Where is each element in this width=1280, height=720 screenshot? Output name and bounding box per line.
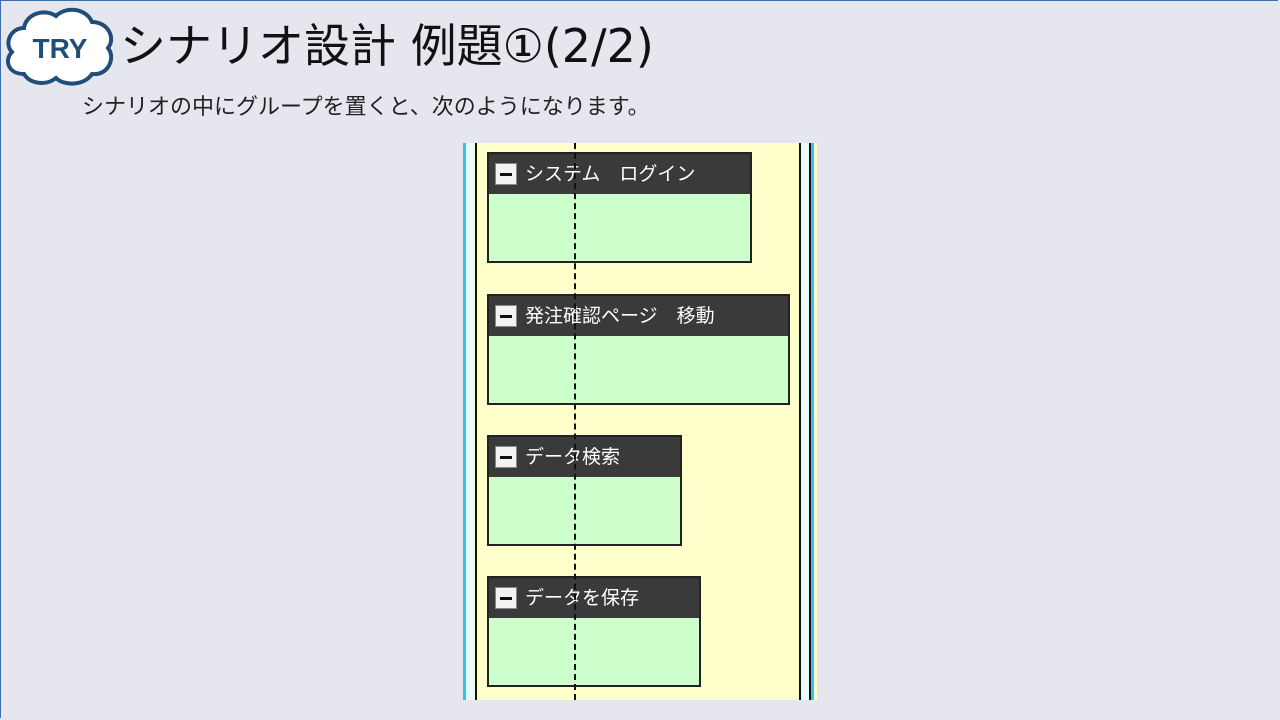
group-header: システム ログイン	[489, 154, 750, 194]
slide-title: シナリオ設計 例題①(2/2)	[120, 19, 654, 73]
scenario-left-line	[475, 143, 477, 700]
group-label: データ検索	[525, 446, 621, 468]
group-label: 発注確認ページ 移動	[525, 305, 715, 327]
group-label: データを保存	[525, 587, 640, 609]
scenario-right-gap	[801, 143, 809, 700]
group-label: システム ログイン	[525, 163, 696, 185]
scenario-right-line-outer	[809, 143, 811, 700]
collapse-minus-icon[interactable]	[495, 163, 517, 185]
collapse-minus-icon[interactable]	[495, 446, 517, 468]
group-data-search[interactable]: データ検索	[487, 435, 682, 546]
scenario-right-border	[811, 143, 814, 700]
scenario-diagram: システム ログイン 発注確認ページ 移動 データ検索 データを保存	[463, 143, 817, 700]
collapse-minus-icon[interactable]	[495, 305, 517, 327]
try-cloud-badge: TRY	[6, 7, 114, 86]
group-header: データを保存	[489, 578, 699, 618]
scenario-right-line	[799, 143, 801, 700]
group-header: データ検索	[489, 437, 680, 477]
badge-text: TRY	[33, 33, 88, 64]
slide-subtitle: シナリオの中にグループを置くと、次のようになります。	[82, 95, 650, 120]
group-order-confirm-navigate[interactable]: 発注確認ページ 移動	[487, 294, 790, 405]
scenario-left-gap	[466, 143, 474, 700]
group-data-save[interactable]: データを保存	[487, 576, 701, 687]
group-header: 発注確認ページ 移動	[489, 296, 788, 336]
lifeline-dashed	[574, 143, 576, 700]
collapse-minus-icon[interactable]	[495, 587, 517, 609]
group-system-login[interactable]: システム ログイン	[487, 152, 752, 263]
scenario-left-border	[463, 143, 466, 700]
